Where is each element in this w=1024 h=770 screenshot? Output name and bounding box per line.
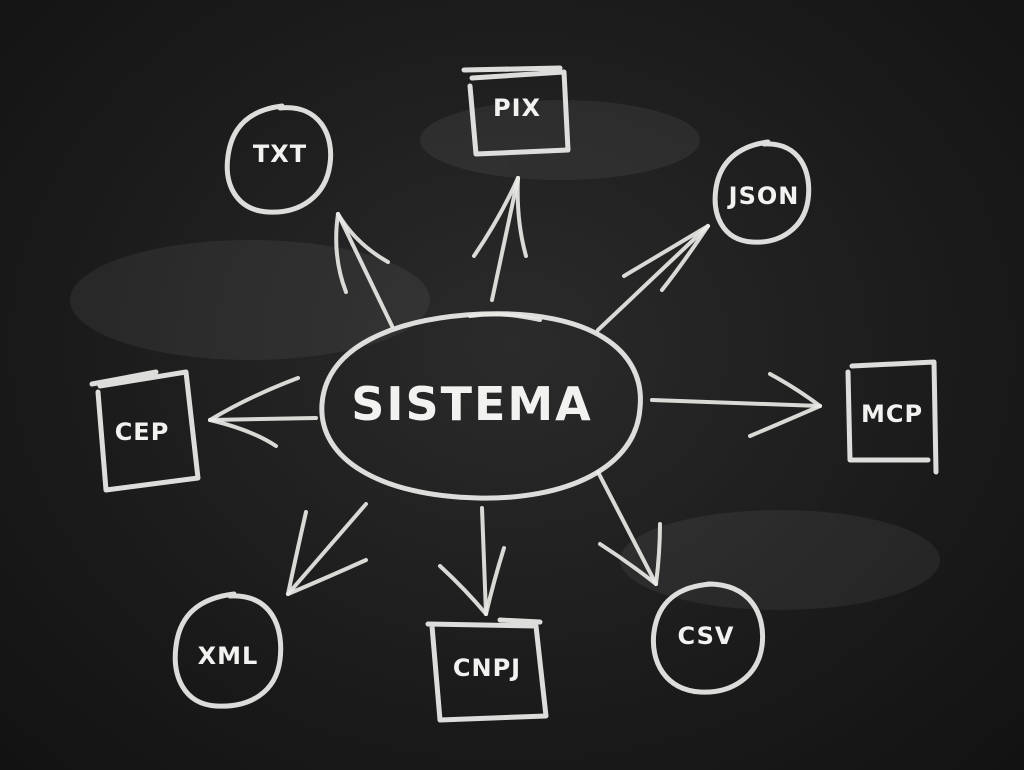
- node-csv-label: CSV: [678, 622, 735, 650]
- node-xml-label: XML: [198, 642, 259, 670]
- arrow-to-pix: [472, 176, 528, 302]
- node-cnpj: CNPJ: [425, 617, 549, 723]
- node-csv: CSV: [650, 581, 766, 695]
- node-csv-circle: [650, 581, 766, 695]
- arrow-to-mcp: [650, 372, 822, 438]
- arrow-to-json: [596, 224, 710, 332]
- node-pix: PIX: [461, 65, 571, 157]
- arrow-to-cep: [208, 376, 318, 448]
- arrow-to-xml: [286, 502, 368, 596]
- arrow-to-csv: [596, 470, 662, 586]
- node-xml: XML: [172, 591, 284, 709]
- node-cnpj-box: [425, 617, 549, 723]
- arrow-to-txt: [334, 212, 394, 328]
- node-cep-box: [89, 369, 201, 493]
- node-json: JSON: [712, 139, 812, 245]
- node-cep: CEP: [89, 369, 201, 493]
- center-node: SISTEMA: [319, 311, 643, 501]
- arrow-to-cnpj: [438, 506, 506, 616]
- node-txt-circle: [224, 103, 334, 215]
- node-cnpj-label: CNPJ: [453, 654, 521, 682]
- center-label: SISTEMA: [351, 377, 593, 431]
- node-json-circle: [712, 139, 812, 245]
- node-txt: TXT: [224, 103, 334, 215]
- node-pix-box: [461, 65, 571, 157]
- node-txt-label: TXT: [253, 140, 307, 168]
- center-ellipse: [319, 311, 643, 501]
- node-mcp: MCP: [845, 359, 939, 475]
- node-xml-circle: [172, 591, 284, 709]
- node-pix-label: PIX: [493, 94, 541, 122]
- node-json-label: JSON: [727, 182, 800, 210]
- node-mcp-label: MCP: [861, 400, 923, 428]
- edges: [208, 176, 822, 616]
- node-cep-label: CEP: [115, 418, 170, 446]
- node-mcp-box: [845, 359, 939, 475]
